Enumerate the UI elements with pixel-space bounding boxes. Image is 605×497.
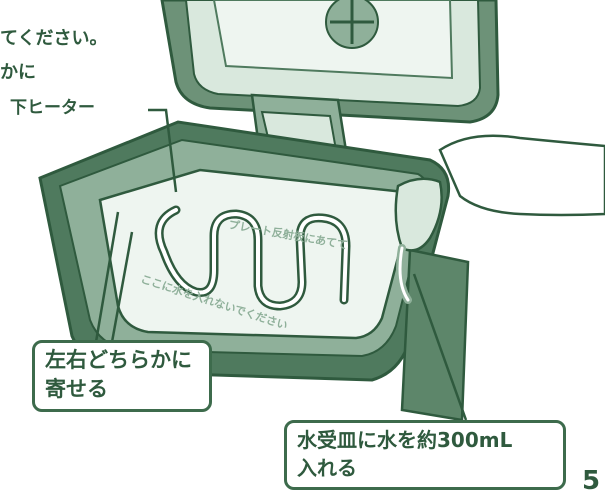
leader-lines (94, 108, 468, 421)
callout-right-line-2: 入れる (297, 456, 357, 480)
page-number: 5 (582, 466, 601, 496)
lower-heater-label: 下ヒーター (10, 98, 95, 118)
callout-left-line-1: 左右どちらかに (45, 348, 192, 372)
instruction-line-1: てください。 (0, 28, 108, 49)
callout-right-line-1: 水受皿に水を約300mL (297, 428, 513, 452)
hand-pouring-water (394, 134, 605, 304)
instruction-line-2: かに (0, 62, 36, 83)
callout-shift-left-or-right: 左右どちらかに 寄せる (32, 340, 212, 412)
grill-base (38, 120, 470, 422)
callout-left-line-2: 寄せる (45, 377, 108, 401)
callout-add-water: 水受皿に水を約300mL 入れる (284, 420, 566, 490)
grill-lid (160, 0, 500, 124)
